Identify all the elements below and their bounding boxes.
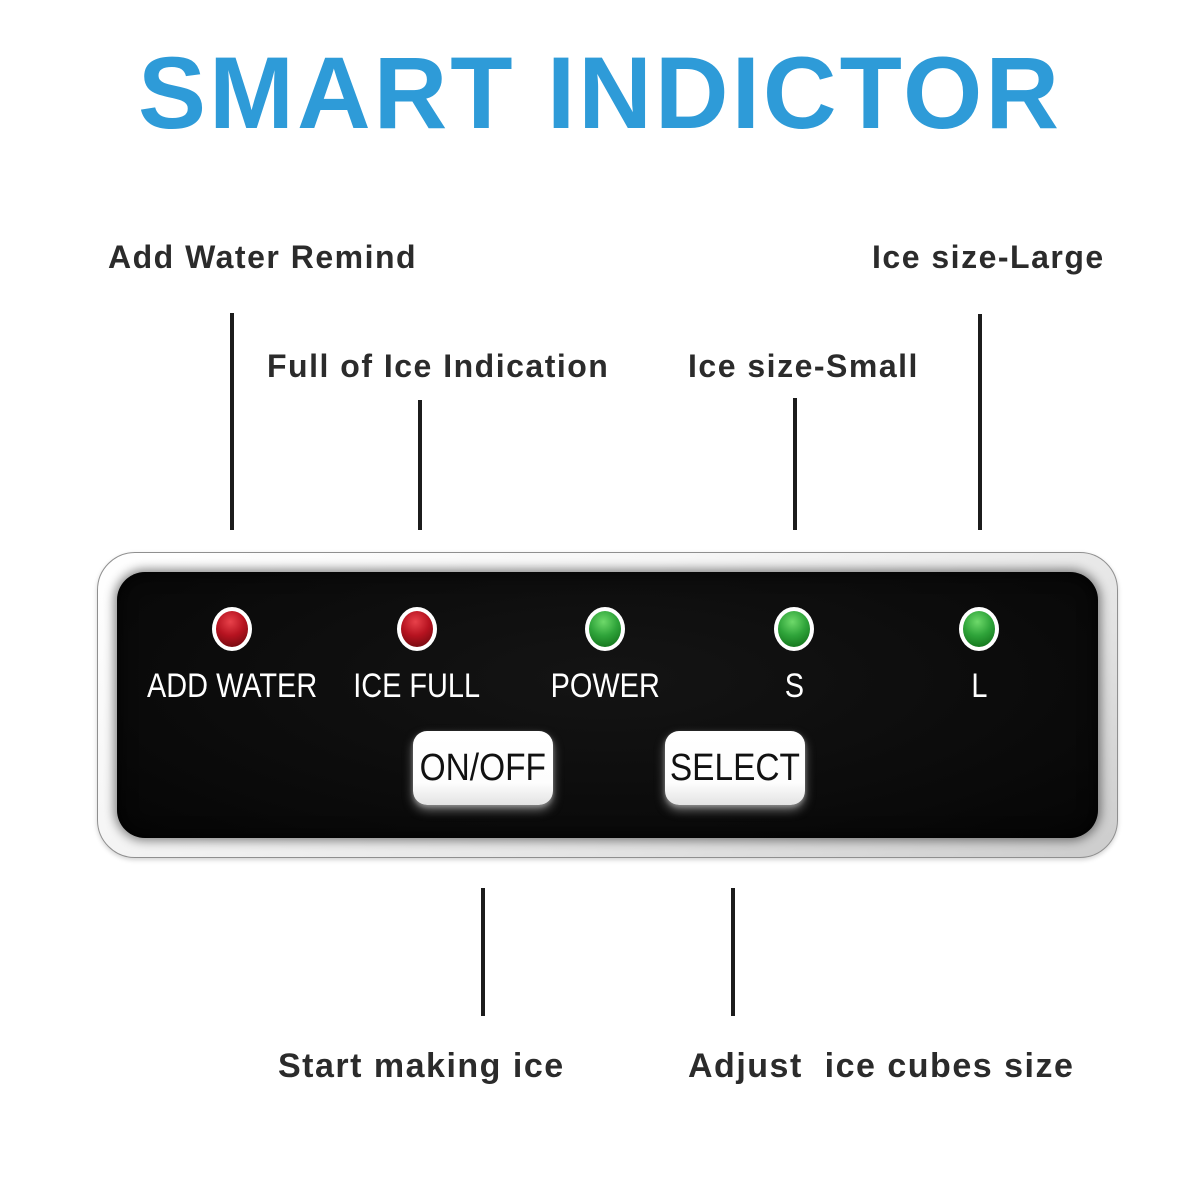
indicator-power: POWER <box>495 607 715 706</box>
callout-start-making-ice: Start making ice <box>278 1047 565 1085</box>
pointer-line-start-making-ice <box>481 888 485 1016</box>
add-water-led-label: ADD WATER <box>146 667 318 705</box>
callout-full-of-ice: Full of Ice Indication <box>267 348 610 384</box>
ice-full-led-icon <box>397 607 437 651</box>
size-small-led-label: S <box>784 667 804 705</box>
pointer-line-adjust-ice-size <box>731 888 735 1016</box>
callout-ice-size-large: Ice size-Large <box>872 239 1105 275</box>
callout-ice-size-small: Ice size-Small <box>688 348 919 384</box>
size-large-led-icon <box>959 607 999 651</box>
select-button-label: SELECT <box>669 746 801 789</box>
select-button[interactable]: SELECT <box>665 731 805 805</box>
pointer-line-ice-size-large <box>978 314 982 530</box>
on-off-button-label: ON/OFF <box>419 746 547 789</box>
indicator-size-large: L <box>869 607 1089 706</box>
power-led-label: POWER <box>550 667 660 705</box>
pointer-line-ice-size-small <box>793 398 797 530</box>
pointer-line-full-of-ice <box>418 400 422 530</box>
indicator-ice-full: ICE FULL <box>307 607 527 706</box>
page-title: SMART INDICTOR <box>137 36 1063 150</box>
indicator-size-small: S <box>684 607 904 706</box>
on-off-button[interactable]: ON/OFF <box>413 731 553 805</box>
size-large-led-label: L <box>970 667 988 705</box>
ice-full-led-label: ICE FULL <box>353 667 481 705</box>
callout-add-water-remind: Add Water Remind <box>108 239 418 275</box>
add-water-led-icon <box>212 607 252 651</box>
power-led-icon <box>585 607 625 651</box>
size-small-led-icon <box>774 607 814 651</box>
callout-adjust-ice-cubes-size: Adjust ice cubes size <box>688 1047 1075 1085</box>
pointer-line-add-water <box>230 313 234 530</box>
indicator-add-water: ADD WATER <box>122 607 342 706</box>
